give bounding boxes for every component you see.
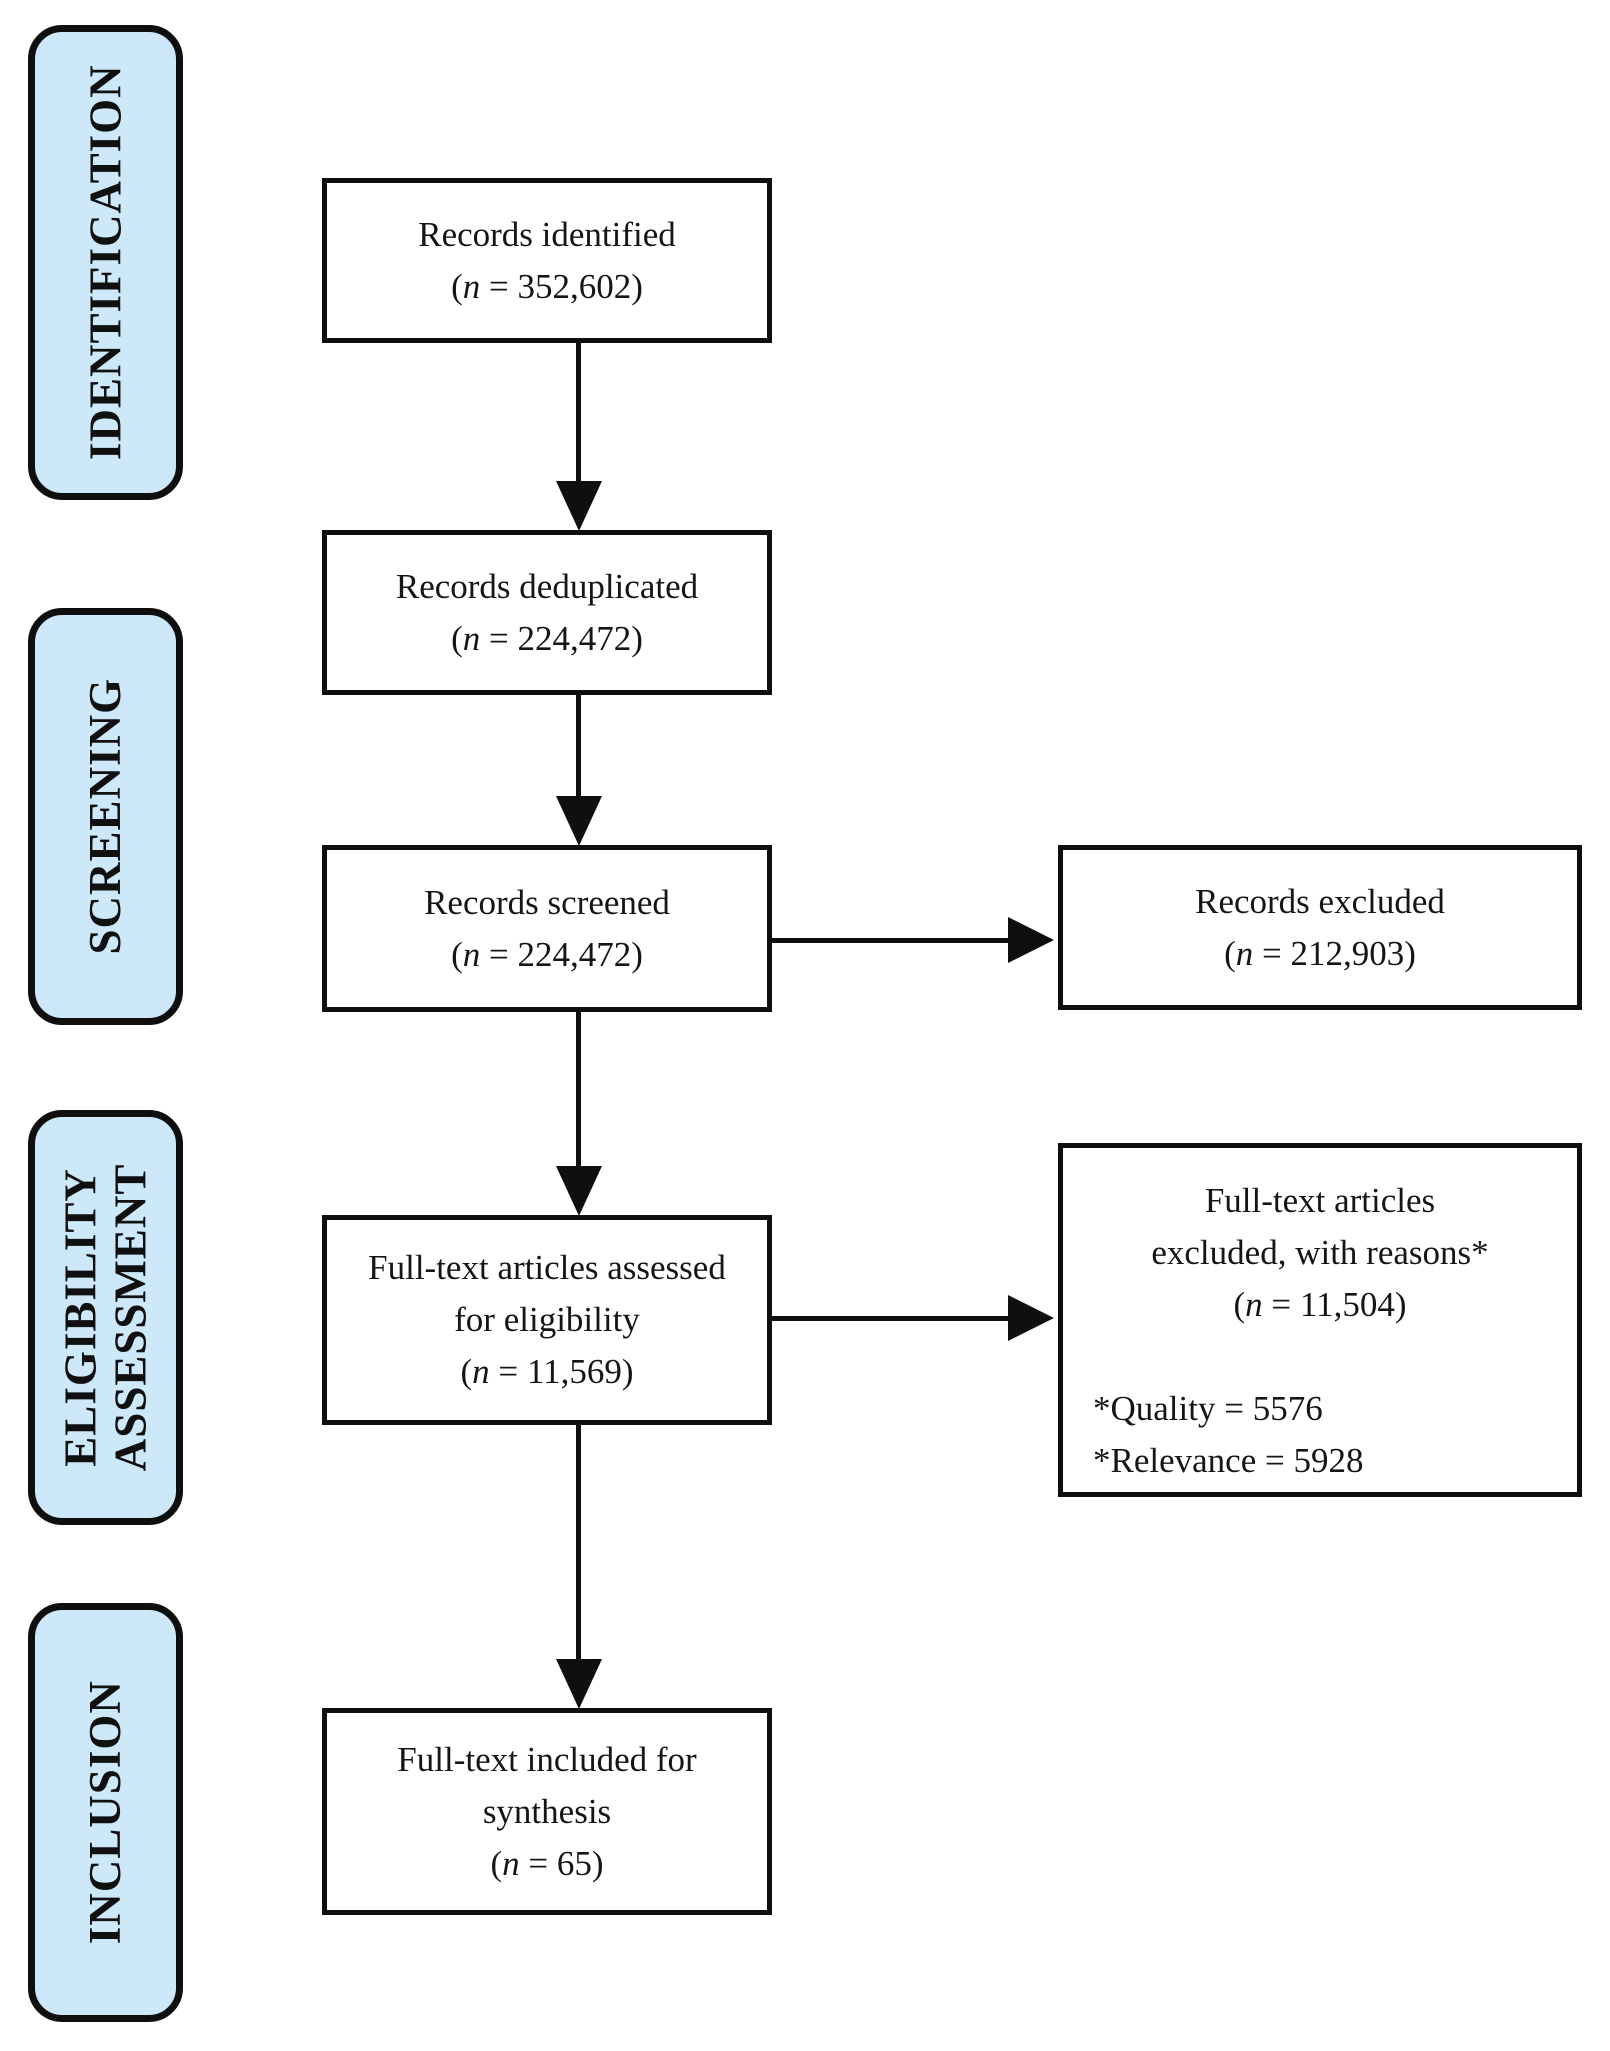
box-count: (n = 212,903) <box>1063 928 1577 980</box>
exclusion-reason-quality: *Quality = 5576 <box>1093 1389 1323 1428</box>
stage-label-eligibility-assessment: ELIGIBILITY ASSESSMENT <box>28 1110 183 1525</box>
count-value: = 352,602) <box>480 266 643 306</box>
exclusion-reason-relevance: *Relevance = 5928 <box>1093 1441 1364 1480</box>
box-title: Records deduplicated <box>395 566 699 606</box>
stage-label-assessment-line: ASSESSMENT <box>105 1163 156 1472</box>
arrow-shaft-screened-to-excluded <box>772 938 1010 943</box>
stage-label-eligibility-assessment-text: ELIGIBILITY ASSESSMENT <box>55 1164 156 1472</box>
stage-label-inclusion: INCLUSION <box>28 1603 183 2022</box>
flow-box-fulltext-included: Full-text included for synthesis (n = 65… <box>322 1708 772 1915</box>
count-n: n <box>1235 933 1254 973</box>
arrowhead-assessed-to-fulltext-excluded <box>1008 1295 1054 1341</box>
count-open: ( <box>451 934 463 974</box>
count-open: ( <box>451 266 463 306</box>
stage-label-eligibility-line: ELIGIBILITY <box>55 1168 106 1467</box>
count-value: = 11,504) <box>1262 1285 1407 1324</box>
box-count: (n = 11,504) <box>1063 1279 1577 1331</box>
flow-box-fulltext-assessed: Full-text articles assessed for eligibil… <box>322 1215 772 1425</box>
count-n: n <box>502 1843 520 1883</box>
stage-label-identification: IDENTIFICATION <box>28 25 183 500</box>
box-title-line2: excluded, with reasons* <box>1151 1233 1489 1272</box>
count-n: n <box>462 618 481 658</box>
flow-box-records-screened: Records screened (n = 224,472) <box>322 845 772 1012</box>
box-title-line1: Full-text articles <box>1204 1181 1436 1220</box>
count-value: = 224,472) <box>480 618 643 658</box>
box-count: (n = 224,472) <box>327 929 767 981</box>
arrowhead-screened-to-excluded <box>1008 917 1054 963</box>
count-value: = 224,472) <box>480 934 643 974</box>
box-count: (n = 224,472) <box>327 613 767 665</box>
arrowhead-screened-to-assessed <box>556 1166 602 1216</box>
box-title-line1: Full-text articles assessed <box>368 1248 726 1287</box>
flow-box-fulltext-excluded: Full-text articles excluded, with reason… <box>1058 1143 1582 1497</box>
box-spacer <box>1063 1331 1577 1383</box>
count-n: n <box>462 266 481 306</box>
stage-label-screening-text: SCREENING <box>80 678 131 955</box>
count-n: n <box>472 1352 490 1391</box>
count-open: ( <box>490 1843 503 1883</box>
count-value: = 65) <box>519 1843 604 1883</box>
count-n: n <box>462 934 481 974</box>
box-title: Records screened <box>424 882 670 922</box>
count-value: = 212,903) <box>1253 933 1416 973</box>
count-open: ( <box>451 618 463 658</box>
box-title-line1: Full-text included for <box>397 1739 697 1779</box>
arrowhead-assessed-to-included <box>556 1659 602 1709</box>
flow-box-records-deduplicated: Records deduplicated (n = 224,472) <box>322 530 772 695</box>
box-count: (n = 65) <box>327 1838 767 1890</box>
box-title-line2: for eligibility <box>454 1300 640 1339</box>
box-count: (n = 11,569) <box>327 1346 767 1398</box>
stage-label-inclusion-text: INCLUSION <box>80 1680 131 1945</box>
count-value: = 11,569) <box>489 1352 634 1391</box>
box-title: Records identified <box>418 214 676 254</box>
count-open: ( <box>1224 933 1236 973</box>
count-n: n <box>1245 1285 1263 1324</box>
flow-box-records-identified: Records identified (n = 352,602) <box>322 178 772 343</box>
box-title-line2: synthesis <box>482 1791 612 1831</box>
stage-label-screening: SCREENING <box>28 608 183 1025</box>
arrowhead-deduplicated-to-screened <box>556 796 602 846</box>
count-open: ( <box>1233 1285 1246 1324</box>
count-open: ( <box>460 1352 473 1391</box>
arrow-shaft-screened-to-assessed <box>576 1012 581 1168</box>
box-title: Records excluded <box>1195 881 1445 921</box>
box-count: (n = 352,602) <box>327 261 767 313</box>
arrowhead-identified-to-deduplicated <box>556 481 602 531</box>
arrow-shaft-identified-to-deduplicated <box>576 343 581 483</box>
flow-box-records-excluded: Records excluded (n = 212,903) <box>1058 845 1582 1010</box>
arrow-shaft-assessed-to-fulltext-excluded <box>772 1316 1010 1321</box>
arrow-shaft-deduplicated-to-screened <box>576 695 581 798</box>
arrow-shaft-assessed-to-included <box>576 1425 581 1661</box>
stage-label-identification-text: IDENTIFICATION <box>80 64 131 461</box>
